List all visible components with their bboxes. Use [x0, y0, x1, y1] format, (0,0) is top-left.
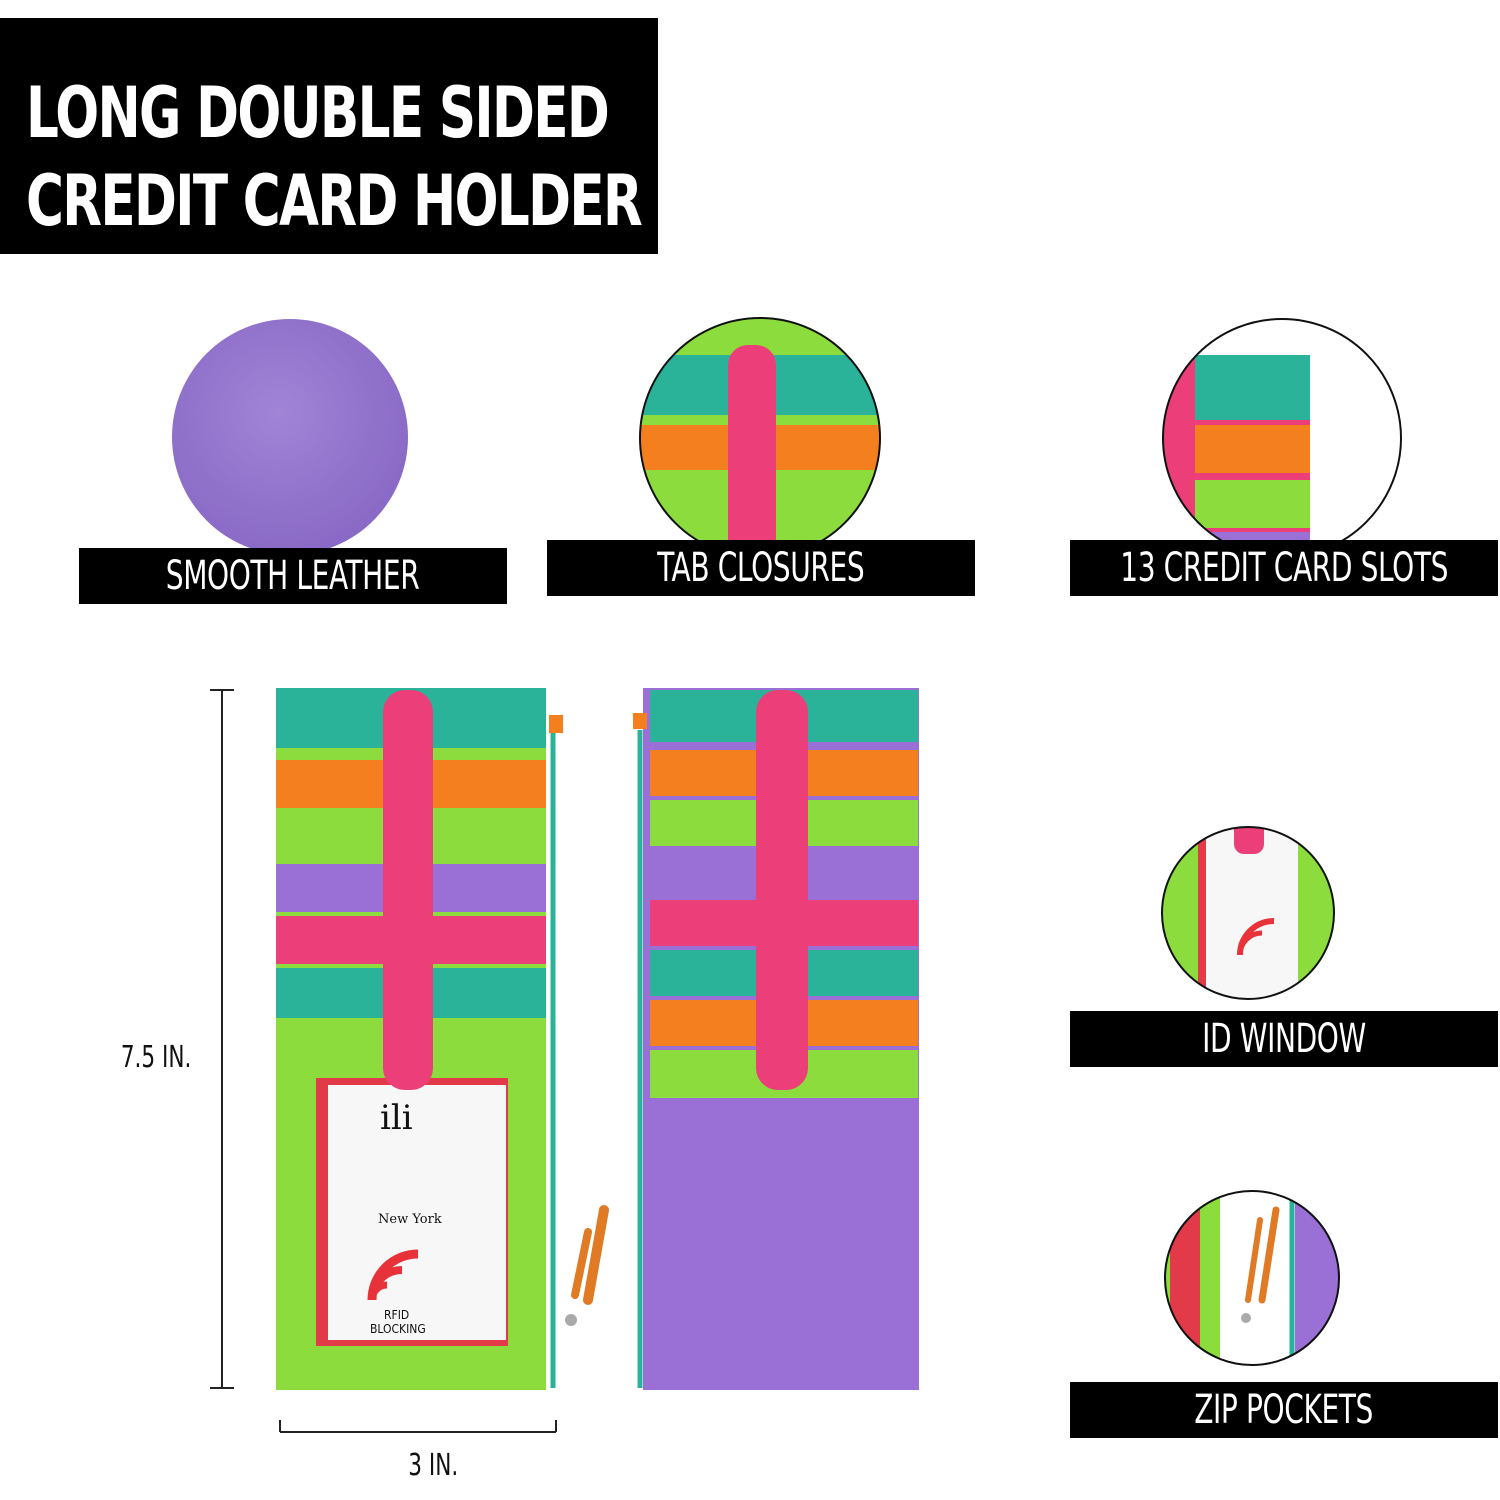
- card-brand: ili: [380, 1098, 413, 1138]
- label-id-window: ID WINDOW: [1070, 1011, 1498, 1067]
- label-card-slots-text: 13 CREDIT CARD SLOTS: [1120, 545, 1448, 591]
- label-tab-closures-text: TAB CLOSURES: [657, 545, 865, 591]
- label-smooth-leather-text: SMOOTH LEATHER: [166, 553, 420, 599]
- rfid-line1: RFID: [384, 1308, 410, 1322]
- height-dimension: 7.5 IN.: [120, 1040, 192, 1075]
- width-dimension: 3 IN.: [408, 1448, 459, 1483]
- label-tab-closures: TAB CLOSURES: [547, 540, 975, 596]
- title-banner: LONG DOUBLE SIDED CREDIT CARD HOLDER: [0, 18, 658, 254]
- label-zip-pockets: ZIP POCKETS: [1070, 1382, 1498, 1438]
- label-id-window-text: ID WINDOW: [1202, 1016, 1366, 1062]
- label-card-slots: 13 CREDIT CARD SLOTS: [1070, 540, 1498, 596]
- rfid-line2: BLOCKING: [370, 1322, 426, 1336]
- title-line-2: CREDIT CARD HOLDER: [26, 160, 643, 242]
- title-line-1: LONG DOUBLE SIDED: [26, 72, 610, 154]
- leather-circle: [172, 319, 408, 555]
- rfid-symbol-front: [367, 1249, 419, 1301]
- card-city: New York: [378, 1212, 442, 1227]
- label-zip-pockets-text: ZIP POCKETS: [1194, 1387, 1374, 1433]
- label-smooth-leather: SMOOTH LEATHER: [79, 548, 507, 604]
